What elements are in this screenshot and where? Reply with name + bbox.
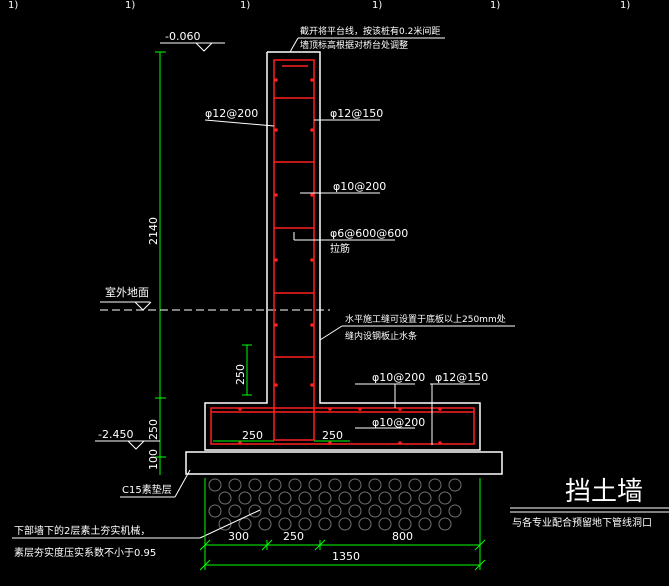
label-base-top-right: φ12@150 bbox=[435, 371, 488, 384]
top-axis-labels: 1) 1) 1) 1) 1) 1) bbox=[8, 0, 630, 11]
title-block: 挡土墙 与各专业配合预留地下管线洞口 bbox=[510, 477, 669, 529]
pipe-note: 与各专业配合预留地下管线洞口 bbox=[512, 516, 652, 529]
wall-height-dimension bbox=[155, 51, 166, 475]
rebar-dots bbox=[238, 78, 442, 445]
top-elevation: -0.060 bbox=[160, 30, 225, 52]
dim-cushion-100: 100 bbox=[147, 449, 160, 470]
internal-dimensions: 250 250 250 250 100 bbox=[147, 344, 350, 470]
axis-label-1: 1) bbox=[8, 0, 18, 11]
base-rebar bbox=[210, 407, 475, 445]
backfill-line-1: 下部墙下的2层素土夯实机械， bbox=[14, 524, 150, 537]
top-elevation-label: -0.060 bbox=[165, 30, 200, 43]
wall-height-value: 2140 bbox=[147, 217, 160, 245]
dim-bottom-300: 300 bbox=[228, 530, 249, 543]
dim-base-250-b: 250 bbox=[322, 429, 343, 442]
gravel-layer bbox=[208, 478, 462, 531]
axis-label-6: 1) bbox=[620, 0, 630, 11]
ground-level: 室外地面 bbox=[100, 285, 330, 311]
bottom-elevation: -2.450 bbox=[95, 428, 160, 450]
drawing-title: 挡土墙 bbox=[565, 477, 643, 507]
label-tie-text: 拉筋 bbox=[330, 242, 350, 255]
waterstop-line-2: 缝内设钢板止水条 bbox=[345, 330, 417, 342]
top-note: 截开将平台线，按该桩有0.2米间距 墙顶标高根据对桥台处调整 bbox=[289, 25, 445, 53]
axis-label-4: 1) bbox=[372, 0, 382, 11]
label-base-top-left: φ10@200 bbox=[372, 371, 425, 384]
waterstop-line-1: 水平施工缝可设置于底板以上250mm处 bbox=[345, 313, 506, 325]
cushion-note: C15素垫层 bbox=[120, 469, 191, 498]
axis-label-3: 1) bbox=[240, 0, 250, 11]
dim-bottom-total: 1350 bbox=[332, 550, 360, 563]
wall-outline bbox=[204, 51, 481, 451]
dim-bottom-800: 800 bbox=[392, 530, 413, 543]
dim-cut-250: 250 bbox=[234, 364, 247, 385]
dim-base-250-a: 250 bbox=[242, 429, 263, 442]
axis-label-2: 1) bbox=[125, 0, 135, 11]
bottom-dimensions bbox=[199, 478, 486, 571]
label-wall-mid: φ10@200 bbox=[333, 180, 386, 193]
ground-label: 室外地面 bbox=[105, 285, 149, 299]
stem-rebar bbox=[273, 59, 315, 441]
label-base-bottom: φ10@200 bbox=[372, 416, 425, 429]
label-wall-right: φ12@150 bbox=[330, 107, 383, 120]
rebar-labels: φ12@200 φ12@150 φ10@200 φ6@600@600 拉筋 水平… bbox=[204, 107, 515, 445]
backfill-line-2: 素层夯实度压实系数不小于0.95 bbox=[14, 546, 156, 559]
cushion-layer bbox=[185, 451, 503, 475]
top-note-line-1: 截开将平台线，按该桩有0.2米间距 bbox=[300, 25, 440, 37]
label-tie: φ6@600@600 bbox=[330, 227, 408, 240]
dim-base-250-left: 250 bbox=[147, 419, 160, 440]
dim-bottom-250: 250 bbox=[283, 530, 304, 543]
axis-label-5: 1) bbox=[490, 0, 500, 11]
top-note-line-2: 墙顶标高根据对桥台处调整 bbox=[300, 39, 408, 51]
backfill-note: 下部墙下的2层素土夯实机械， 素层夯实度压实系数不小于0.95 bbox=[12, 509, 261, 559]
cushion-label: C15素垫层 bbox=[122, 483, 172, 496]
bottom-elevation-label: -2.450 bbox=[98, 428, 133, 441]
label-wall-left: φ12@200 bbox=[205, 107, 258, 120]
